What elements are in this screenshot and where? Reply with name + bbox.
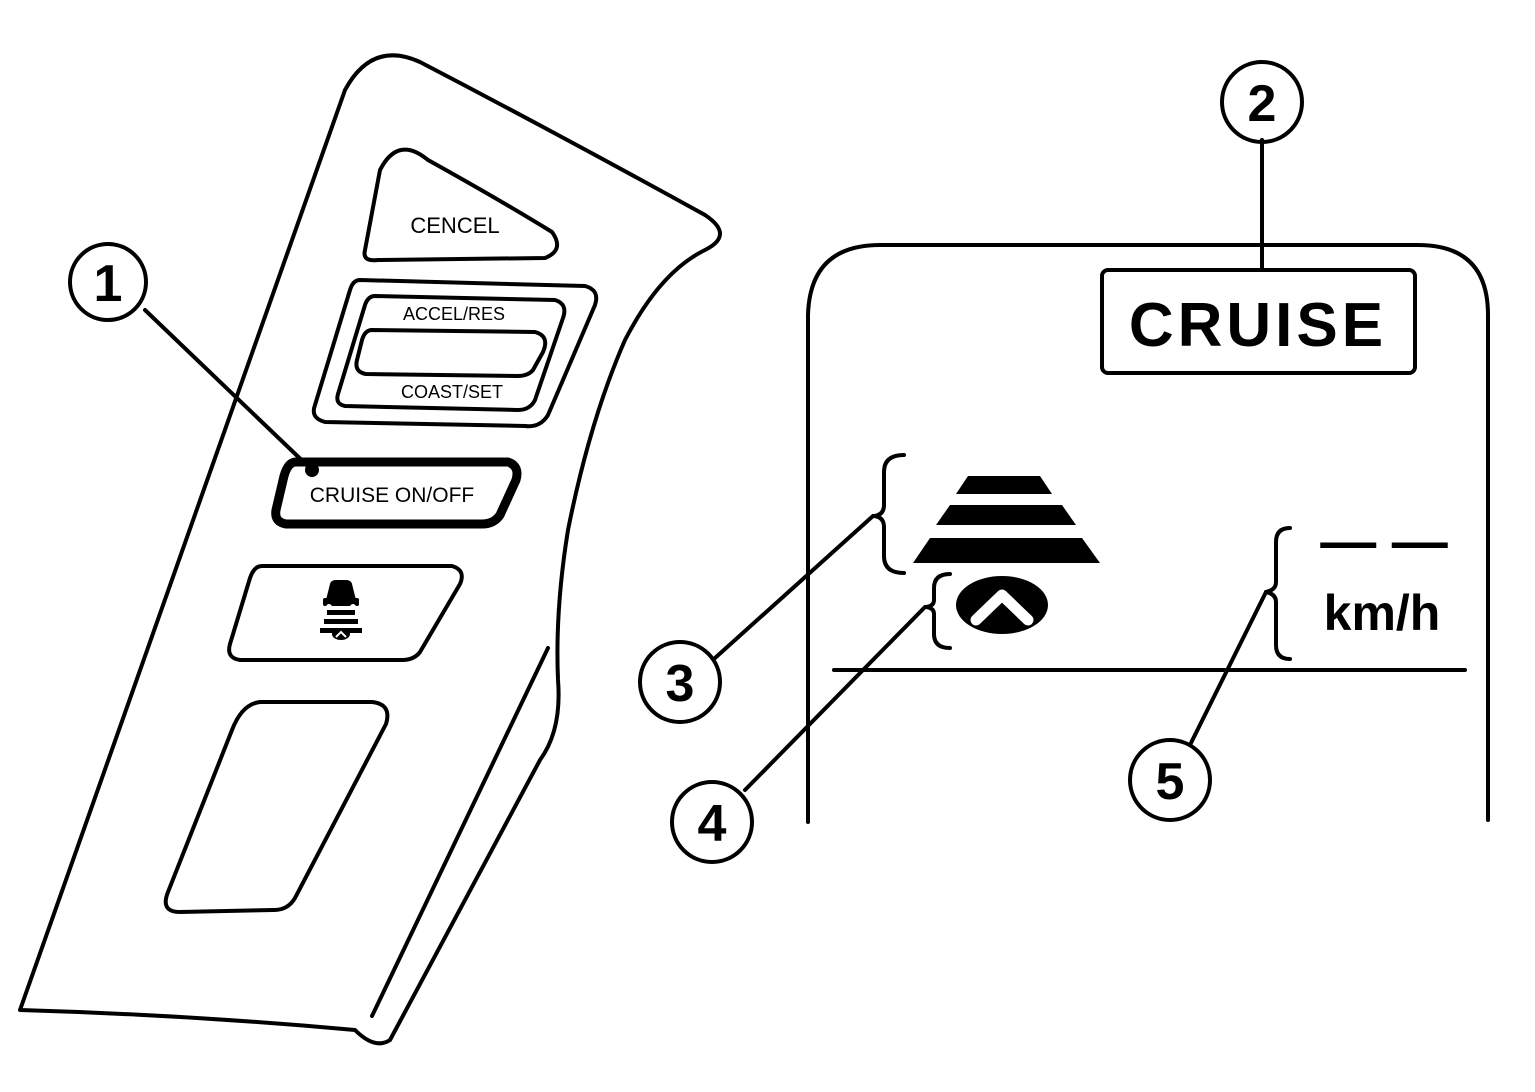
brace-speed — [1264, 526, 1292, 661]
blank-lower-button — [163, 700, 390, 914]
callout-3-number: 3 — [666, 655, 695, 713]
callout-4-leader — [743, 605, 927, 792]
speed-dashes: — — — [1320, 509, 1448, 572]
speed-unit-label: km/h — [1324, 585, 1441, 641]
distance-bars-icon — [913, 476, 1100, 563]
callout-5: 5 — [1128, 738, 1212, 822]
meter-display: CRUISE — — km/h — [713, 138, 1490, 824]
callout-1-number: 1 — [94, 255, 123, 313]
panel-inner-edge — [370, 646, 550, 1018]
callout-4: 4 — [670, 780, 754, 864]
cruise-onoff-button[interactable] — [271, 457, 522, 529]
distance-button[interactable] — [227, 564, 464, 662]
cruise-indicator-label: CRUISE — [1129, 291, 1387, 360]
cruise-indicator-box — [1100, 268, 1417, 375]
callout-1-dot — [305, 463, 319, 477]
accel-coast-rocker-outer — [311, 278, 599, 429]
cancel-button-label: CENCEL — [410, 213, 499, 238]
cancel-button[interactable] — [362, 147, 560, 263]
callout-5-number: 5 — [1156, 753, 1185, 811]
meter-display-frame — [806, 243, 1490, 824]
callout-4-number: 4 — [698, 795, 727, 853]
callout-1: 1 — [68, 242, 148, 322]
brace-chevron-oval — [924, 572, 952, 650]
callout-2: 2 — [1220, 60, 1304, 144]
coast-set-label: COAST/SET — [401, 382, 503, 402]
accel-coast-rocker-inner — [335, 294, 567, 412]
brace-distance-bars — [872, 453, 906, 575]
callout-3-leader — [713, 514, 875, 660]
callout-5-leader — [1188, 590, 1268, 747]
panel-outline — [18, 53, 722, 1046]
callout-1-leader — [143, 308, 314, 472]
vehicle-distance-icon — [320, 580, 362, 640]
accel-coast-rocker-button[interactable] — [354, 328, 548, 378]
cruise-onoff-label: CRUISE ON/OFF — [310, 484, 475, 507]
chevron-up-oval-icon — [956, 576, 1048, 634]
steering-switch-panel: CENCEL ACCEL/RES COAST/SET CRUISE ON/OFF — [18, 53, 722, 1046]
accel-res-label: ACCEL/RES — [403, 304, 505, 324]
callout-3: 3 — [638, 640, 722, 724]
callout-2-number: 2 — [1248, 75, 1277, 133]
